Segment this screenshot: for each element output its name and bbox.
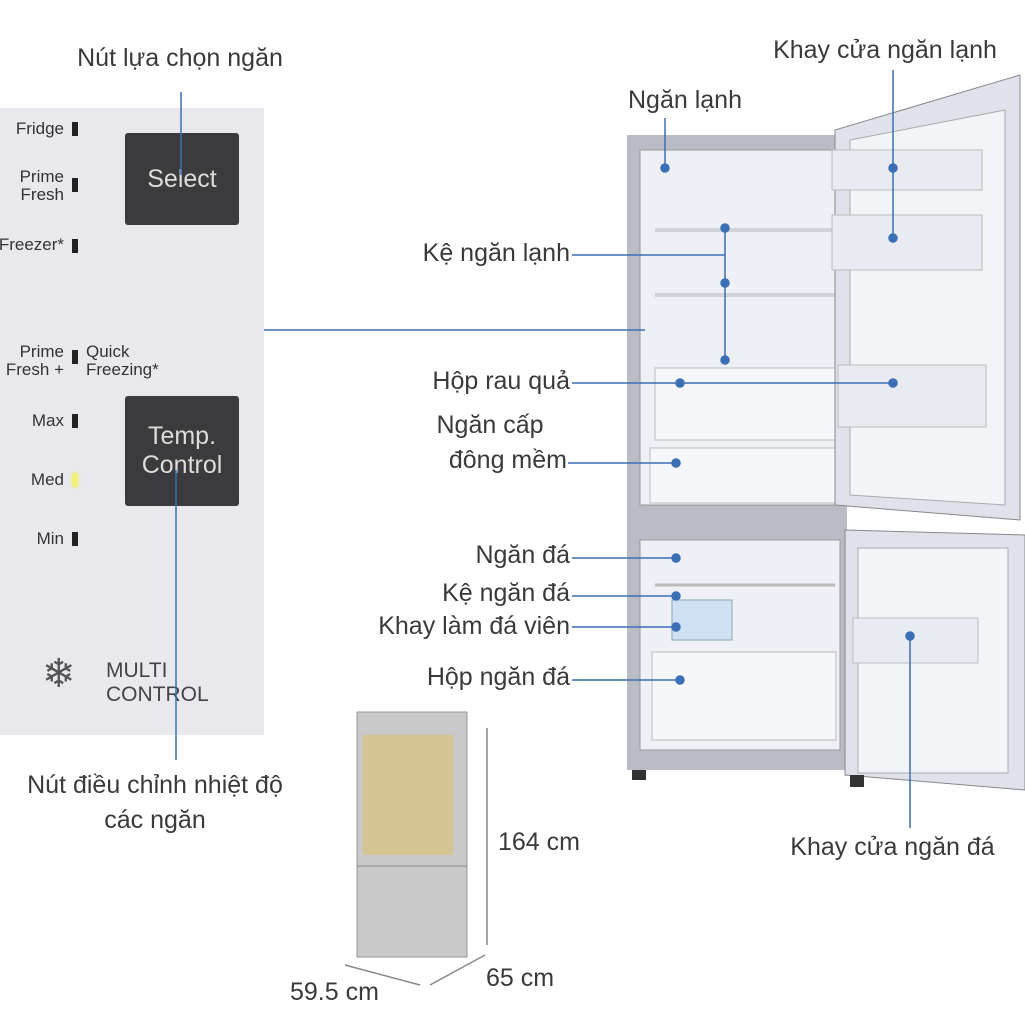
led-max (72, 414, 78, 428)
led-label-fridge: Fridge (15, 119, 64, 138)
led-label-max: Max (31, 411, 64, 430)
callout-temp-button-1: Nút điều chỉnh nhiệt độ (27, 771, 283, 799)
callout-soft-freeze-1: Ngăn cấp (436, 411, 544, 439)
ice-tray (671, 599, 733, 641)
callout-lines (175, 70, 915, 828)
brand-multi: MULTI (106, 659, 168, 682)
callout-select-button: Nút lựa chọn ngăn (77, 44, 283, 72)
callout-fridge-shelf: Kệ ngăn lạnh (422, 239, 570, 267)
brand-control: CONTROL (106, 683, 209, 706)
callout-freezer-door-tray: Khay cửa ngăn đá (790, 833, 995, 861)
callout-soft-freeze-2: đông mềm (448, 446, 567, 474)
vegetable-box (654, 367, 836, 441)
snowflake-icon: ❄ (42, 652, 76, 696)
led-label-med: Med (30, 470, 64, 489)
control-panel: Fridge Prime Fresh Freezer* Prime Fresh … (0, 108, 264, 735)
led-label-freezer: Freezer* (0, 235, 64, 254)
led-label-quick-freezing: Quick Freezing* (86, 342, 159, 379)
led-prime-fresh (72, 178, 78, 192)
fridge-compartment (639, 149, 841, 506)
led-label-min: Min (36, 529, 64, 548)
soft-freeze-box (649, 447, 841, 504)
led-freezer (72, 239, 78, 253)
select-button[interactable]: Select (125, 133, 239, 225)
callout-fridge-door-tray: Khay cửa ngăn lạnh (773, 36, 997, 64)
led-fridge (72, 122, 78, 136)
callout-freezer-shelf: Kệ ngăn đá (442, 579, 570, 607)
temp-control-button[interactable]: Temp. Control (125, 396, 239, 506)
led-med (72, 473, 78, 487)
callout-freezer-box: Hộp ngăn đá (426, 663, 570, 691)
callout-ice-tray: Khay làm đá viên (378, 612, 570, 640)
callout-freezer: Ngăn đá (475, 541, 570, 569)
led-label-prime-fresh: Prime Fresh (19, 167, 64, 204)
led-min (72, 532, 78, 546)
callout-vegetable-box: Hộp rau quả (432, 367, 570, 395)
dimension-width: 59.5 cm (290, 978, 379, 1006)
led-prime-fresh-plus (72, 350, 78, 364)
dimension-height: 164 cm (498, 828, 580, 856)
callout-temp-button-2: các ngăn (104, 806, 206, 834)
callout-fridge-compartment: Ngăn lạnh (628, 86, 742, 114)
led-label-prime-fresh-plus: Prime Fresh + (5, 342, 64, 379)
freezer-box (651, 651, 837, 741)
dimension-depth: 65 cm (486, 964, 555, 992)
